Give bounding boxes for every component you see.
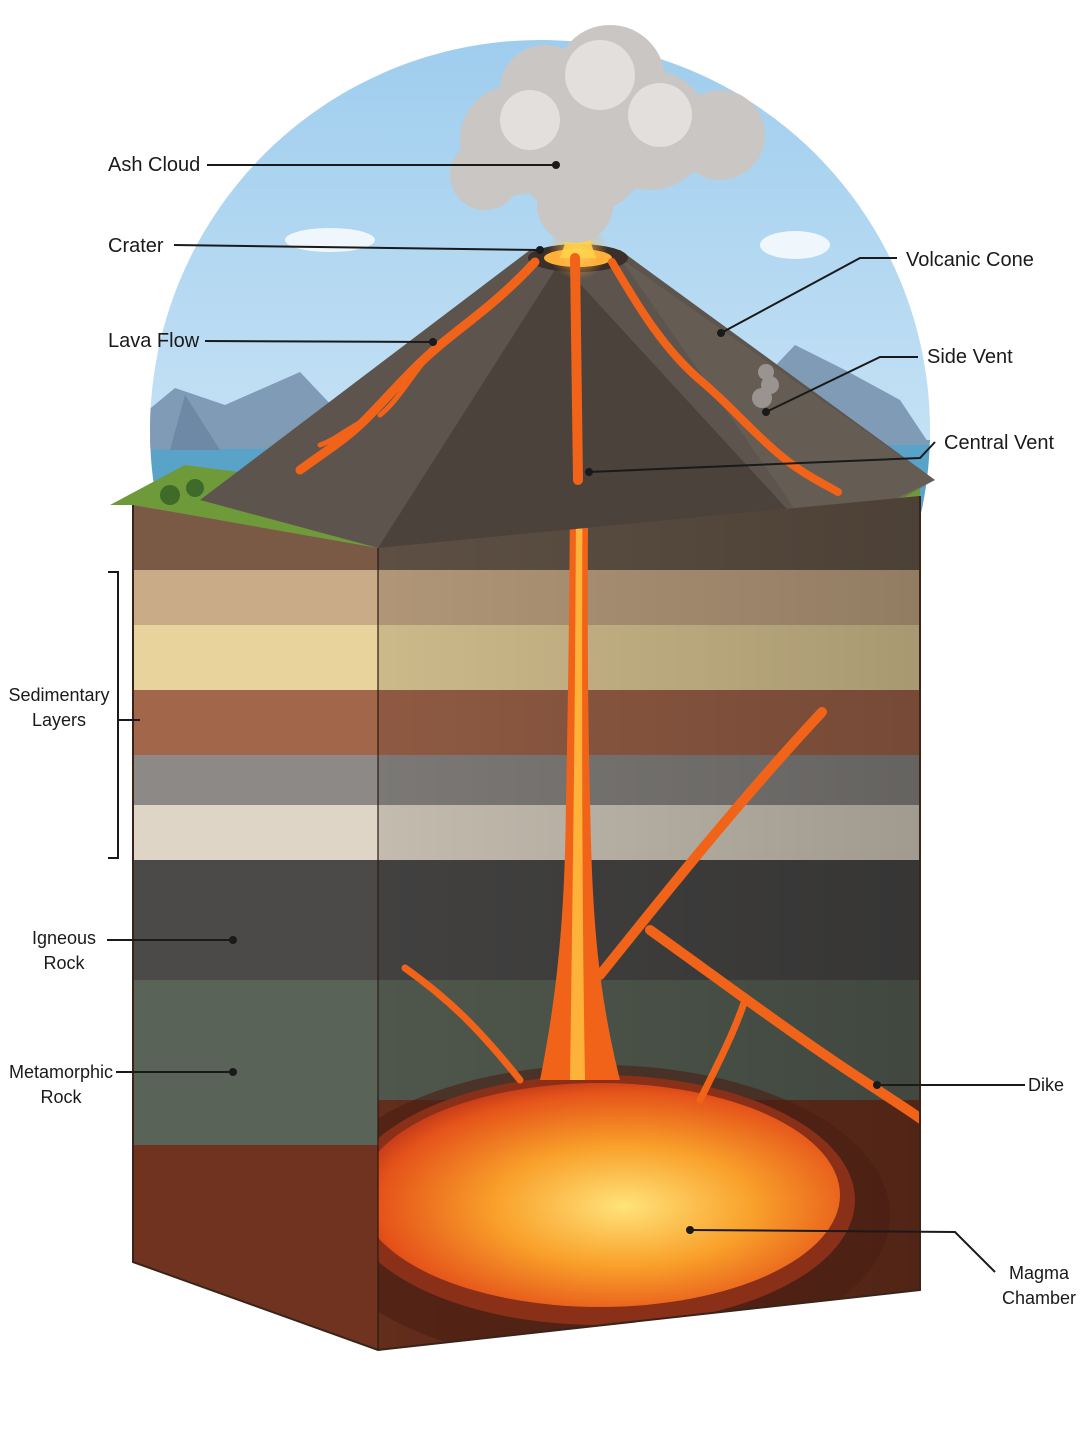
- leader-dots: [229, 161, 881, 1234]
- label-igneous-rock: Igneous Rock: [31, 928, 97, 973]
- label-lava-flow: Lava Flow: [108, 330, 200, 352]
- label-central-vent: Central Vent: [944, 432, 1055, 454]
- label-dike: Dike: [1028, 1075, 1065, 1095]
- label-ash-cloud: Ash Cloud: [108, 154, 201, 176]
- label-side-vent: Side Vent: [927, 346, 1013, 368]
- label-magma-chamber: Magma Chamber: [1001, 1263, 1077, 1308]
- label-volcanic-cone: Volcanic Cone: [906, 249, 1034, 271]
- label-sedimentary-layers: Sedimentary Layers: [8, 685, 110, 730]
- surface-lava-flow-right: [608, 258, 842, 496]
- label-metamorphic-rock: Metamorphic Rock: [8, 1062, 114, 1107]
- dike-main: [595, 707, 920, 1145]
- block-left-face: [133, 505, 378, 1350]
- side-vent-smoke: [752, 364, 779, 408]
- block-right-face: [378, 496, 920, 1350]
- surface-lava-flow-left: [295, 257, 540, 475]
- leader-lines: [107, 164, 1025, 1273]
- label-crater: Crater: [108, 235, 164, 257]
